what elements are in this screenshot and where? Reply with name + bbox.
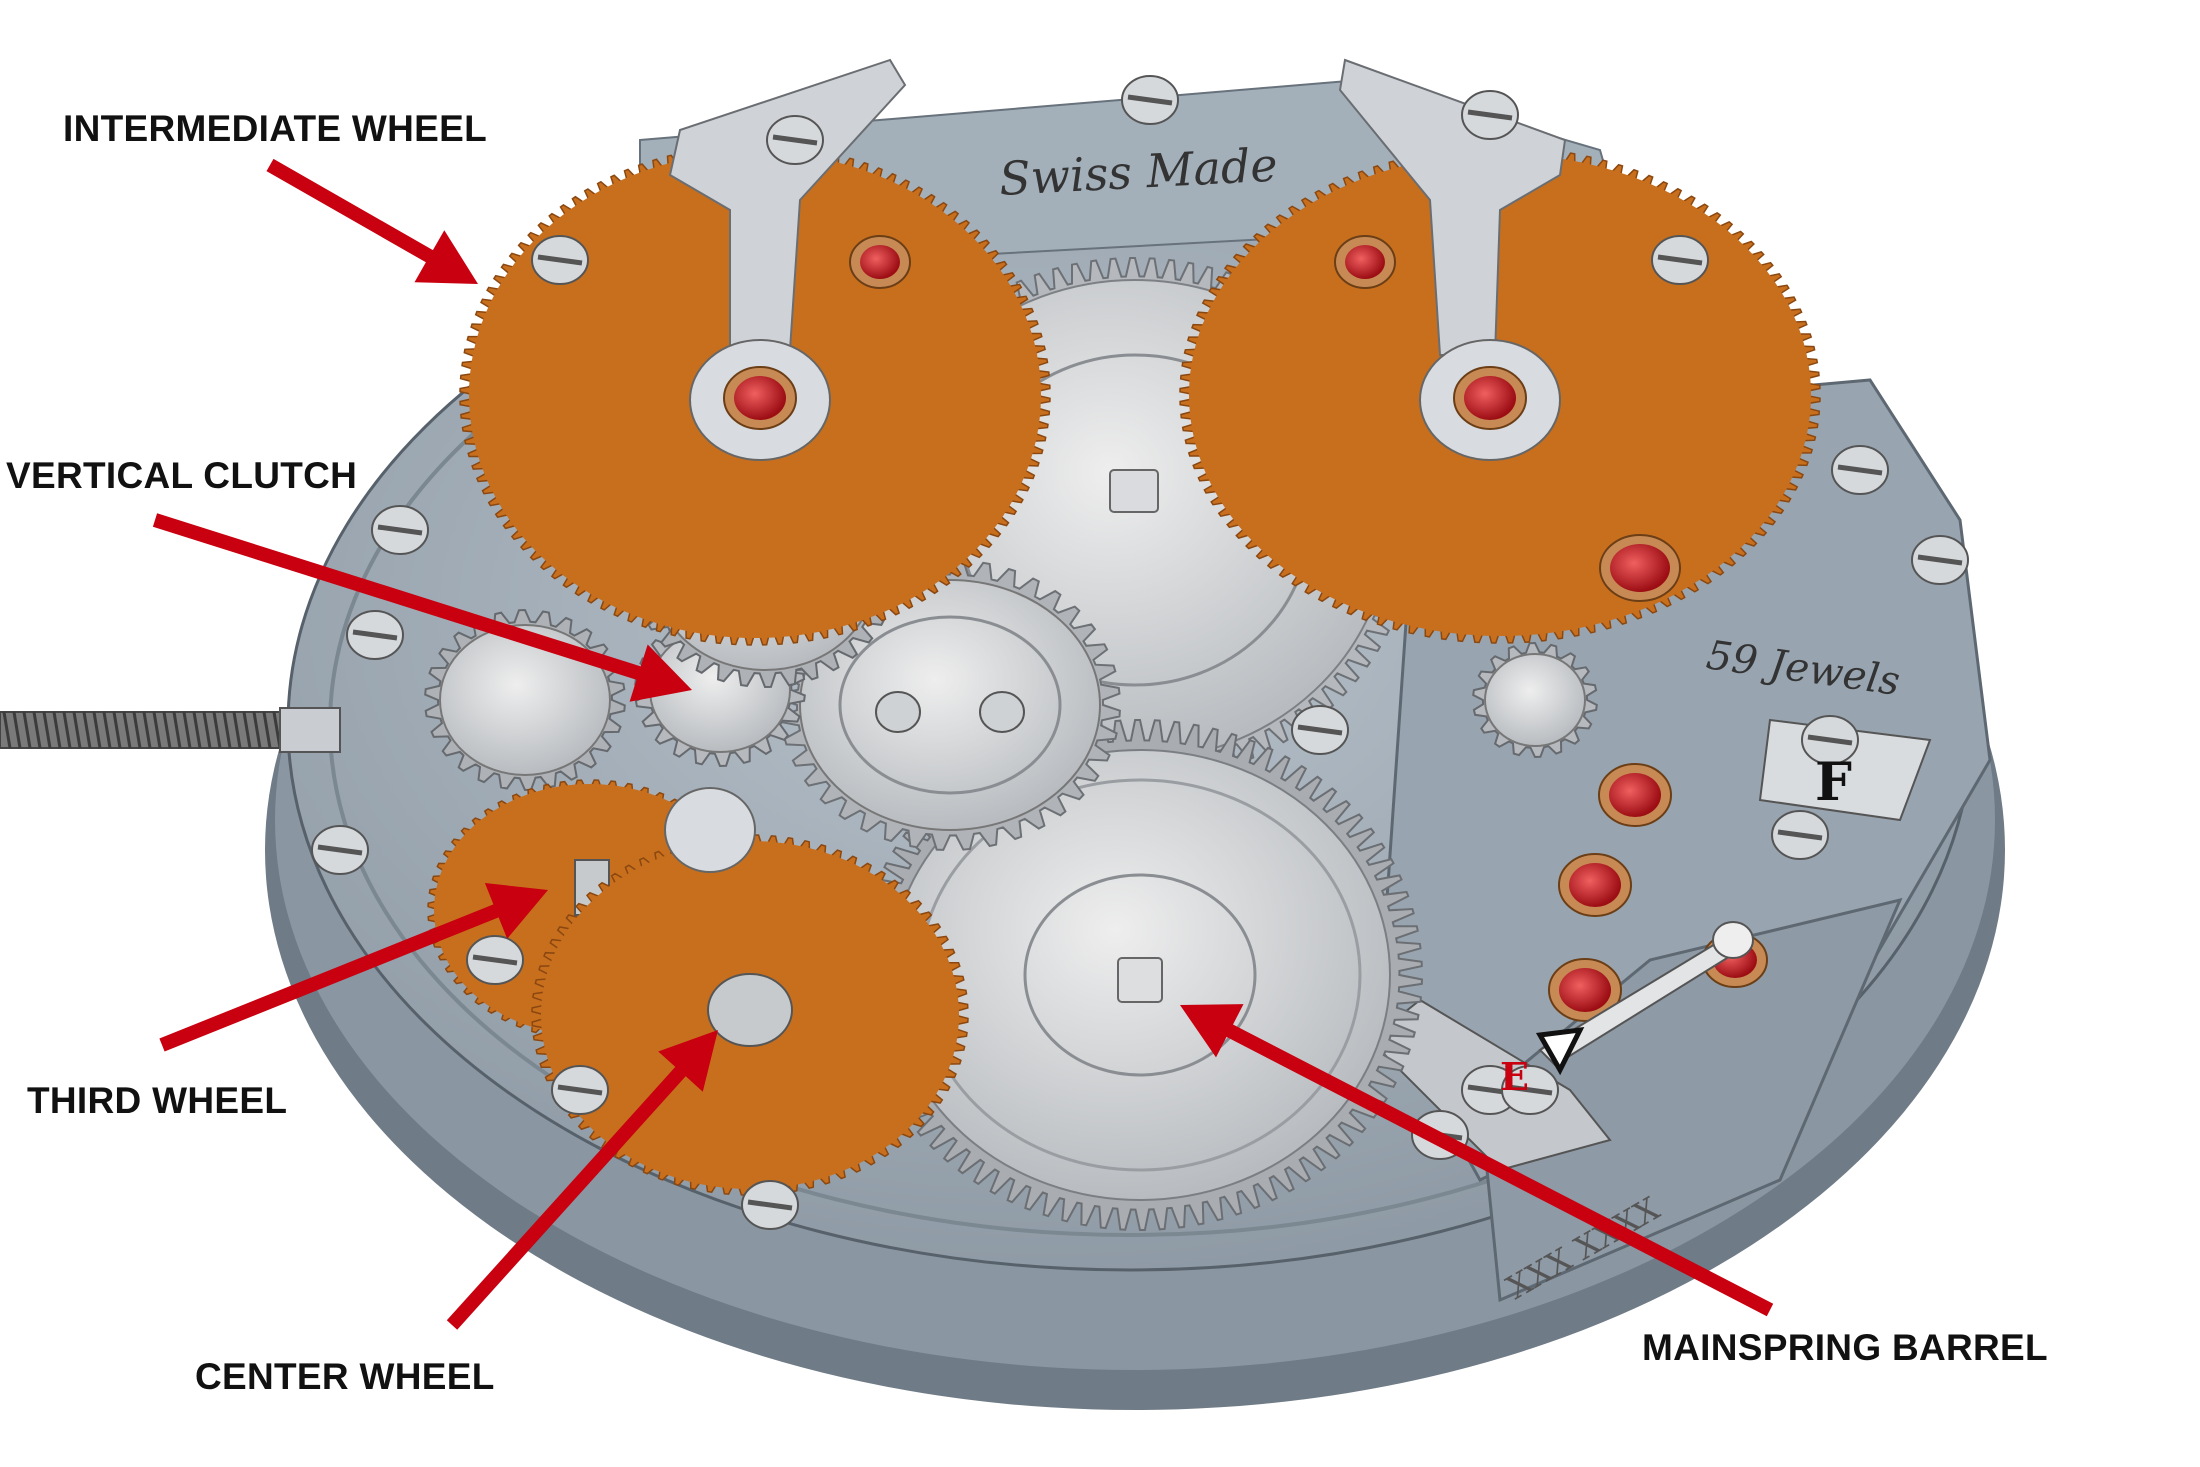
screw-slot bbox=[317, 844, 363, 856]
screw-slot bbox=[377, 524, 423, 536]
screws bbox=[311, 75, 1969, 1230]
screw-slot bbox=[1127, 94, 1173, 106]
winding-stem bbox=[0, 707, 341, 753]
arrow-vertical-clutch bbox=[152, 513, 692, 702]
screw-slot bbox=[1807, 734, 1853, 746]
jewel bbox=[734, 376, 786, 420]
jewel bbox=[860, 245, 900, 279]
arrow-third-wheel bbox=[159, 883, 548, 1052]
screw-slot bbox=[1777, 829, 1823, 841]
screw-slot bbox=[537, 254, 583, 266]
screw-slot bbox=[747, 1199, 793, 1211]
jewel bbox=[1610, 544, 1670, 592]
arrow-center-wheel bbox=[446, 1030, 718, 1330]
regulator-index bbox=[1535, 921, 1754, 1076]
label-vertical-clutch: VERTICAL CLUTCH bbox=[6, 455, 358, 496]
jewel bbox=[1345, 245, 1385, 279]
arrow-intermediate-wheel bbox=[266, 158, 478, 284]
screw-slot bbox=[1297, 724, 1343, 736]
screw-slot bbox=[472, 954, 518, 966]
jewel bbox=[1609, 773, 1661, 817]
screw-slot bbox=[772, 134, 818, 146]
label-mainspring-barrel: MAINSPRING BARREL bbox=[1642, 1327, 2048, 1368]
screw-slot bbox=[1657, 254, 1703, 266]
jewel bbox=[1569, 863, 1621, 907]
screw-slot bbox=[1507, 1084, 1553, 1096]
screw-slot bbox=[1467, 109, 1513, 121]
jewel bbox=[1559, 968, 1611, 1012]
letter-e-engraving: E bbox=[1500, 1054, 1529, 1099]
label-intermediate-wheel: INTERMEDIATE WHEEL bbox=[63, 108, 488, 149]
callout-arrows bbox=[152, 158, 1774, 1330]
screw-slot bbox=[352, 629, 398, 641]
screw-slot bbox=[557, 1084, 603, 1096]
screw-slot bbox=[1917, 554, 1963, 566]
letter-f-engraving: F bbox=[1815, 752, 1852, 813]
screw-slot bbox=[1837, 464, 1883, 476]
jewel bbox=[1464, 376, 1516, 420]
mainspring-barrel bbox=[856, 719, 1424, 1231]
label-center-wheel: CENTER WHEEL bbox=[195, 1356, 495, 1397]
label-third-wheel: THIRD WHEEL bbox=[27, 1080, 288, 1121]
jewels bbox=[723, 235, 1768, 1022]
arrow-mainspring-barrel bbox=[1180, 1004, 1774, 1317]
